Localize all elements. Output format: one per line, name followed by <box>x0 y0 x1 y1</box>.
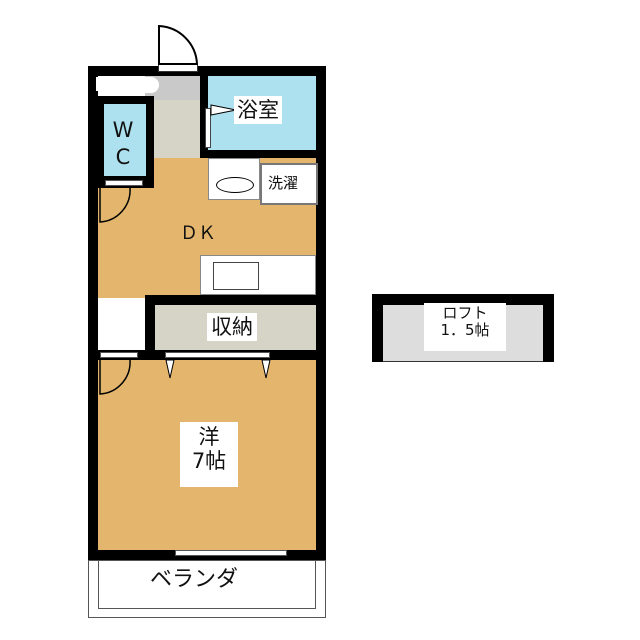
bath-bottom-wall <box>200 150 326 158</box>
balcony <box>88 560 326 618</box>
loft-name: ロフト <box>442 304 488 322</box>
loft-size: 1．5帖 <box>440 321 490 340</box>
balcony-label: ベランダ <box>150 567 239 592</box>
bedroom-door-swing-icon <box>99 360 131 395</box>
bath-door-arrow-icon <box>210 104 237 116</box>
wc-door[interactable] <box>105 180 143 186</box>
storage-sliding-door[interactable] <box>165 352 270 358</box>
storage-label: 収納 <box>207 313 257 342</box>
dk-label: ＤＫ <box>180 223 216 244</box>
storage-top-wall <box>145 295 326 305</box>
bath-wall <box>200 76 208 158</box>
wc-floor <box>104 104 146 176</box>
shoe-cabinet <box>130 77 135 93</box>
hallway-floor <box>152 100 200 158</box>
laundry-space: 洗濯 <box>260 163 318 205</box>
bath-door[interactable] <box>205 108 211 148</box>
western-room-type: 洋 <box>198 425 220 449</box>
wc-label-w: W <box>112 118 134 142</box>
bedroom-door[interactable] <box>100 352 138 358</box>
storage-side-wall <box>145 295 155 355</box>
door-swing-icon <box>158 24 199 65</box>
balcony-window[interactable] <box>175 550 287 556</box>
laundry-label: 洗濯 <box>268 174 299 193</box>
wc-label-c: C <box>115 145 131 169</box>
kitchen-counter <box>200 255 316 295</box>
washbasin <box>208 158 260 200</box>
door-icon <box>145 77 159 93</box>
top-wall <box>88 66 326 76</box>
left-wall <box>88 66 98 560</box>
western-room-label: 洋 7帖 <box>180 422 238 487</box>
bath-label: 浴室 <box>234 96 282 125</box>
right-wall <box>316 66 326 560</box>
wc-door-swing-icon <box>99 188 131 223</box>
meter-box-icon <box>96 77 110 91</box>
sliding-door-arrows-icon <box>165 359 271 379</box>
loft-label: ロフト 1．5帖 <box>424 303 506 351</box>
western-room-size: 7帖 <box>191 449 227 474</box>
